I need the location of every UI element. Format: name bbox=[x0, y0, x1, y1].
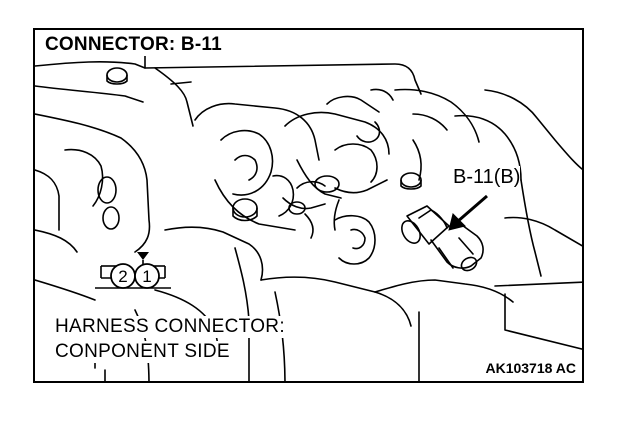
figure-code: AK103718 AC bbox=[485, 360, 576, 376]
harness-side-label: CONPONENT SIDE bbox=[55, 341, 230, 363]
pin-1-circle bbox=[134, 263, 160, 289]
connector-title: CONNECTOR: B-11 bbox=[45, 34, 226, 56]
harness-connector-label: HARNESS CONNECTOR: bbox=[55, 316, 285, 338]
diagram-frame: 2 1 CONNECTOR: B-11 B-11(B) HARNESS CONN… bbox=[33, 28, 584, 383]
pin-1-label: 1 bbox=[142, 267, 151, 286]
connector-face-diagram: 2 1 bbox=[95, 252, 171, 289]
component-callout-label: B-11(B) bbox=[453, 166, 521, 189]
key-marker-icon bbox=[137, 252, 149, 260]
pin-2-label: 2 bbox=[118, 267, 127, 286]
callout-arrow bbox=[448, 194, 488, 231]
